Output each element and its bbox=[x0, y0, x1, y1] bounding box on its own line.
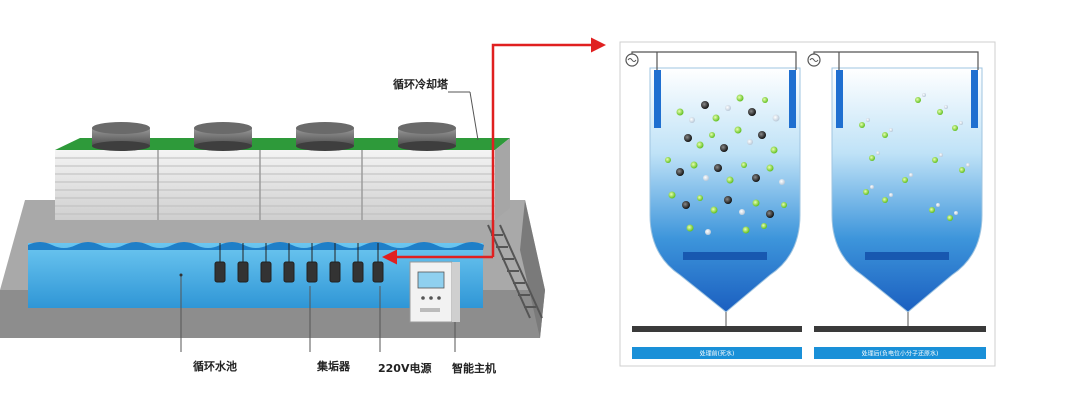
cooling-tower-label: 循环冷却塔 bbox=[393, 77, 449, 91]
tank-after: 处理后(负电位小分子还原水) bbox=[807, 51, 986, 359]
comparison-panel: 处理前(死水) bbox=[619, 41, 996, 367]
host-label: 智能主机 bbox=[452, 361, 496, 375]
power-label: 220V电源 bbox=[378, 361, 431, 375]
fan-icon bbox=[398, 122, 456, 151]
tank-before: 处理前(死水) bbox=[625, 51, 802, 359]
connector-arrow bbox=[382, 37, 606, 265]
caption-bar bbox=[814, 347, 986, 359]
smart-host-cabinet bbox=[409, 261, 460, 323]
tower-top-deck bbox=[55, 138, 510, 150]
fan-icon bbox=[296, 122, 354, 151]
pool-label: 循环水池 bbox=[193, 359, 237, 373]
pool-water bbox=[28, 243, 483, 308]
tank-after-caption: 处理后(负电位小分子还原水) bbox=[862, 350, 939, 358]
caption-bar bbox=[632, 347, 802, 359]
fan-icon bbox=[194, 122, 252, 151]
leader-lines bbox=[180, 91, 479, 352]
water-molecules-clustered bbox=[665, 94, 787, 235]
tank-base bbox=[814, 326, 986, 332]
scale-collectors bbox=[214, 243, 384, 283]
ladder-icon bbox=[487, 224, 543, 319]
water-molecules-small bbox=[859, 93, 970, 221]
water-waves bbox=[28, 242, 484, 250]
tank-before-caption: 处理前(死水) bbox=[700, 350, 735, 358]
tower-louvers bbox=[55, 157, 495, 215]
cooling-system: 循环冷却塔 循环水池 集垢器 220V电源 智能主机 bbox=[0, 77, 545, 375]
pool-side-wall bbox=[520, 200, 545, 338]
tank-base bbox=[632, 326, 802, 332]
tower-body bbox=[55, 150, 495, 220]
collector-label: 集垢器 bbox=[316, 359, 351, 373]
fan-icon bbox=[92, 122, 150, 151]
tower-fans bbox=[92, 122, 456, 151]
